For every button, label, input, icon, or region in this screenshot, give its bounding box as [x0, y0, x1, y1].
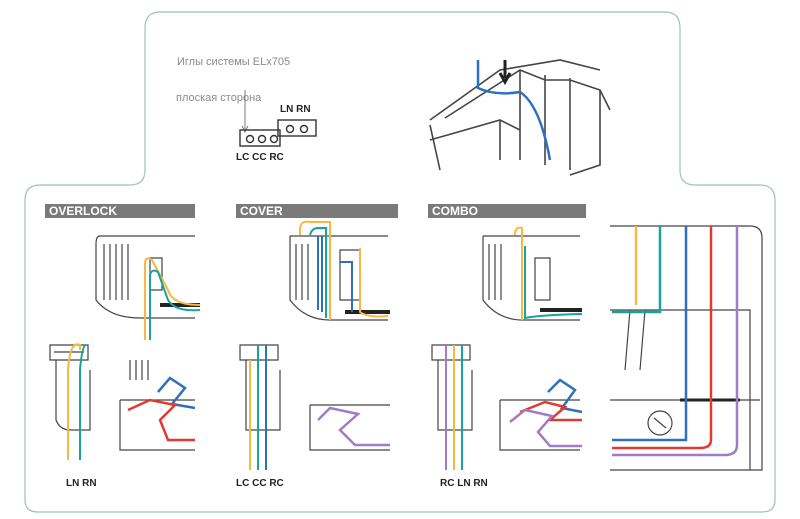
combo-thread-blue: [547, 378, 583, 414]
thread-blue-top: [476, 60, 552, 161]
needle-position-box: [239, 90, 317, 147]
cover-thread-yellow: [299, 220, 331, 320]
upper-needles-label: LN RN: [280, 104, 311, 115]
overlock-thread-yellow: [67, 343, 81, 460]
combo-needle-caption: RC LN RN: [440, 478, 488, 489]
overlock-thread-yellow-upper: [144, 257, 201, 340]
cover-machine: [239, 235, 390, 451]
combo-thread-purple: [509, 408, 582, 448]
combo-thread-yellow: [514, 226, 523, 320]
combo-header: COMBO: [428, 204, 586, 218]
cover-thread-yellow-b: [359, 248, 389, 318]
combo-thread-teal: [524, 246, 583, 320]
overlock-machine: [49, 235, 200, 451]
arrow-down-icon: [498, 60, 512, 86]
cover-header: COVER: [236, 204, 398, 218]
lower-needles-label: LC CC RC: [236, 152, 284, 163]
overlock-thread-blue: [157, 376, 196, 410]
cover-thread-teal: [309, 227, 327, 318]
overview-thread-red: [612, 226, 713, 450]
flat-side-label: плоская сторона: [176, 92, 262, 104]
cover-thread-purple: [317, 406, 390, 447]
overlock-thread-red: [127, 398, 195, 442]
cover-needle-caption: LC CC RC: [236, 478, 284, 489]
tension-panel: [610, 225, 763, 471]
overlock-needle-caption: LN RN: [66, 478, 97, 489]
overlock-header: OVERLOCK: [45, 204, 195, 218]
diagram-frame: [24, 11, 776, 513]
cover-thread-blue: [317, 236, 353, 312]
overview-thread-purple: [612, 226, 739, 457]
combo-thread-red: [519, 400, 582, 422]
overview-thread-blue: [612, 226, 688, 442]
overview-thread-teal: [612, 226, 662, 314]
needle-system-label: Иглы системы ELx705: [177, 56, 291, 68]
overlock-thread-teal-upper: [149, 269, 201, 340]
overlock-thread-teal: [79, 344, 87, 460]
thread-guide-detail: [429, 59, 611, 176]
